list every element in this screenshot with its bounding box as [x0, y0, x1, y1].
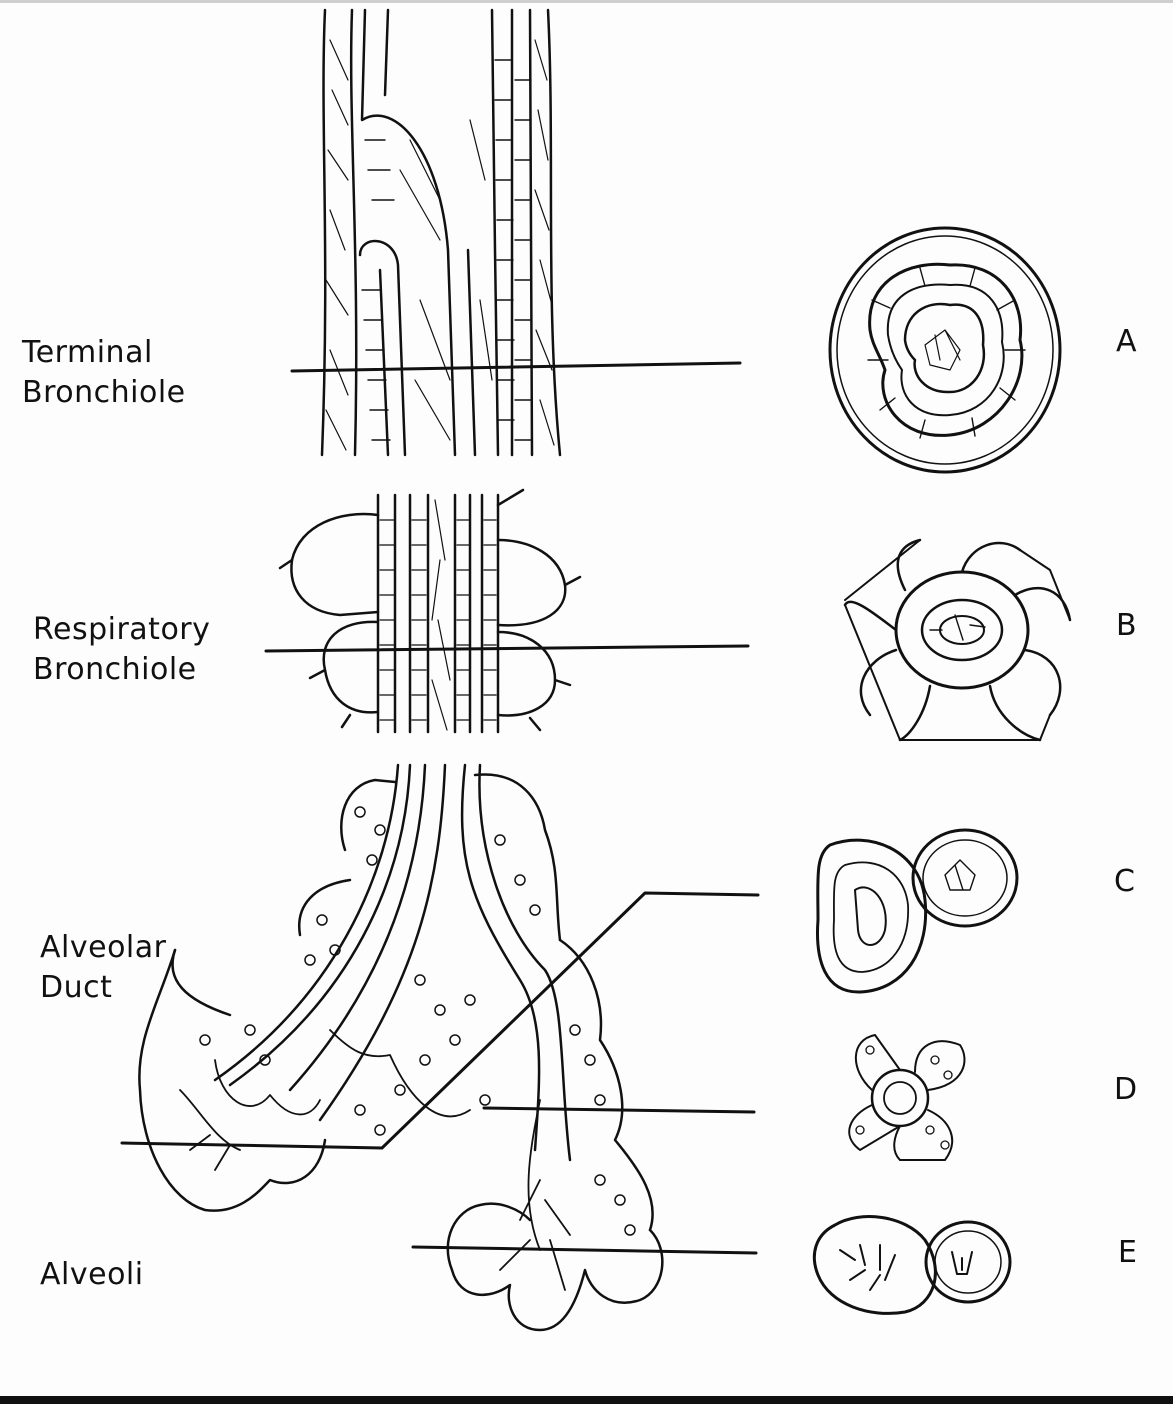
label-alveolar-duct: Alveolar Duct — [40, 928, 166, 1008]
label-respiratory-line1: Respiratory — [33, 610, 210, 650]
label-terminal-line2: Bronchiole — [22, 373, 186, 413]
pointer-line-a — [292, 363, 740, 371]
cross-section-a — [830, 228, 1060, 472]
label-respiratory-bronchiole: Respiratory Bronchiole — [33, 610, 210, 690]
bottom-edge — [0, 1396, 1173, 1404]
cross-section-e — [814, 1217, 1010, 1314]
alveolar-duct-drawing — [139, 765, 662, 1330]
letter-e: E — [1118, 1235, 1137, 1270]
label-terminal-bronchiole: Terminal Bronchiole — [22, 333, 186, 413]
label-respiratory-line2: Bronchiole — [33, 650, 210, 690]
label-terminal-line1: Terminal — [22, 333, 186, 373]
label-alveoli-text: Alveoli — [40, 1255, 144, 1295]
label-alveoli: Alveoli — [40, 1255, 144, 1295]
letter-b: B — [1116, 608, 1137, 643]
cross-section-d — [849, 1035, 964, 1160]
terminal-bronchiole-drawing — [322, 10, 560, 455]
letter-a: A — [1116, 324, 1137, 359]
letter-c: C — [1114, 864, 1135, 899]
letter-d: D — [1114, 1072, 1137, 1107]
pointer-line-b — [266, 646, 748, 651]
respiratory-bronchiole-drawing — [280, 490, 580, 732]
label-duct-line2: Duct — [40, 968, 166, 1008]
label-duct-line1: Alveolar — [40, 928, 166, 968]
alveolar-cell-dots — [200, 807, 635, 1235]
cross-section-b — [845, 540, 1070, 740]
pointer-line-e — [413, 1247, 756, 1253]
cross-section-c — [817, 830, 1017, 992]
pointer-line-d — [484, 1108, 754, 1112]
